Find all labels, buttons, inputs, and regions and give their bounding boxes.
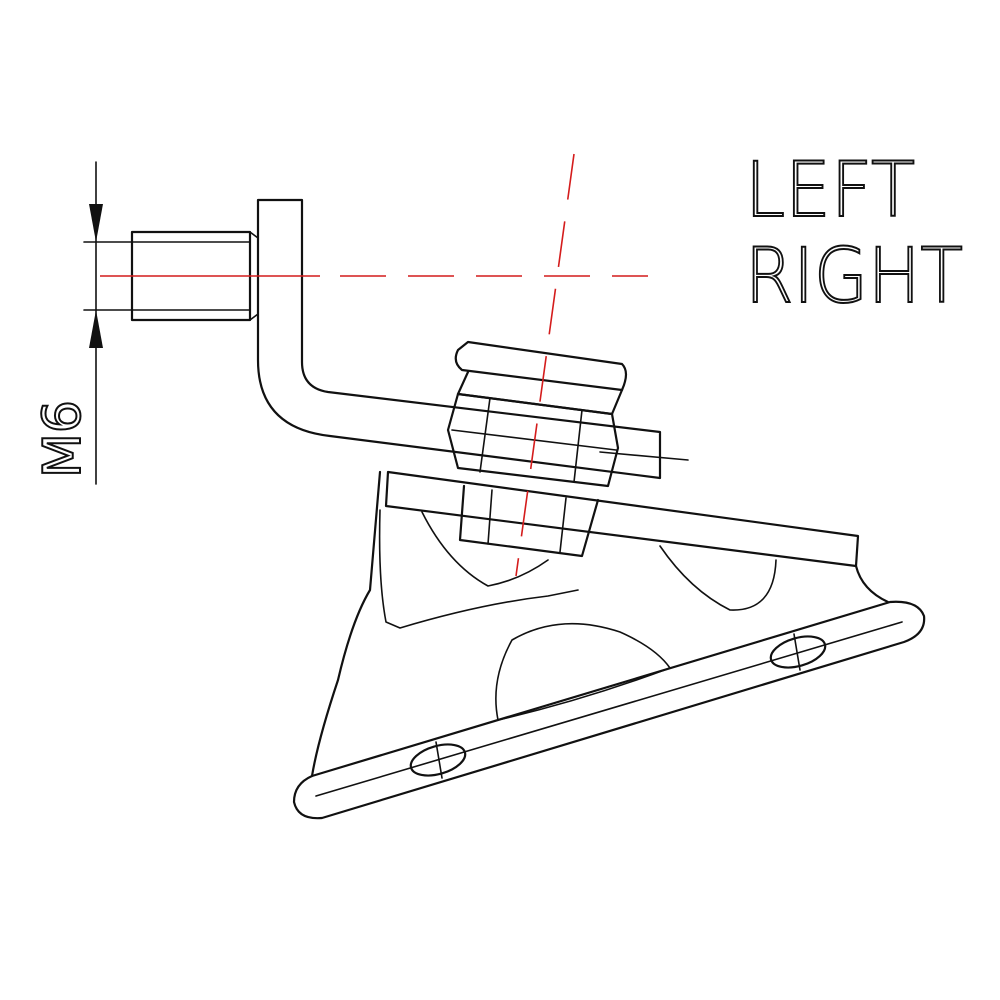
lower-nut <box>458 484 600 558</box>
thread-size-label: M6 <box>33 400 93 478</box>
hex-nut <box>446 392 620 488</box>
base-foot <box>292 600 926 820</box>
clamp-plate <box>384 470 860 568</box>
center-lines <box>100 153 648 577</box>
bracket-arm <box>256 198 689 480</box>
label-right: RIGHT <box>745 231 963 320</box>
label-left: LEFT <box>745 145 915 234</box>
suction-body <box>310 470 890 778</box>
side-labels: LEFT RIGHT <box>744 144 964 321</box>
dimension-m6: M6 <box>32 161 133 485</box>
mount-cap <box>454 340 628 416</box>
